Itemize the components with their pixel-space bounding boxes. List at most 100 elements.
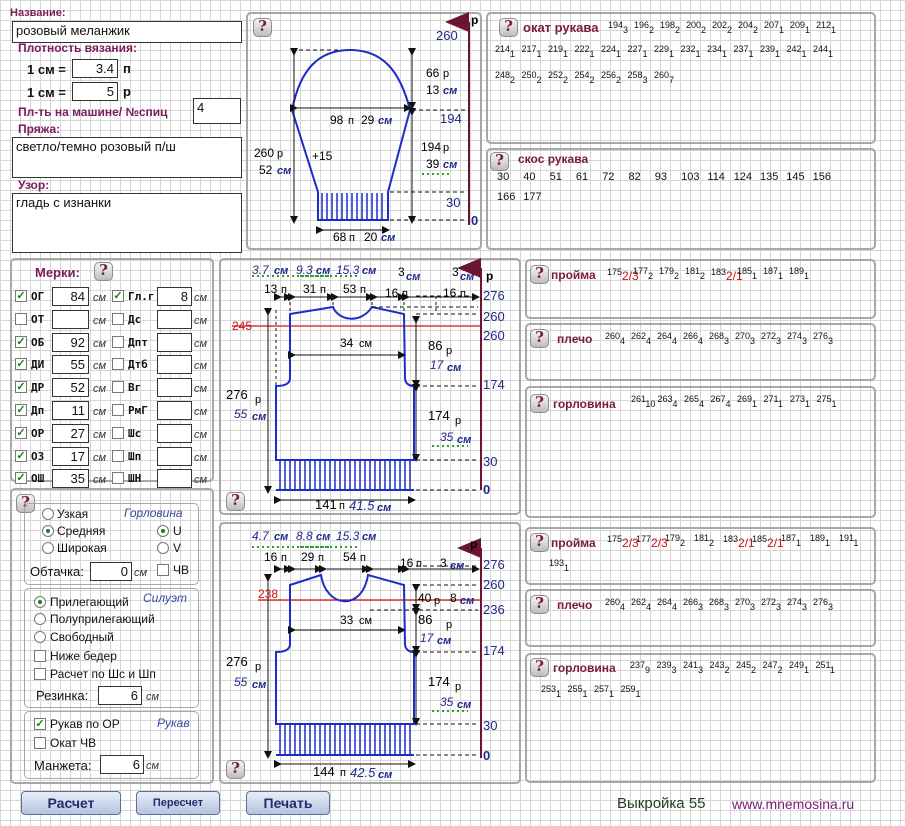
back-neck-value: 2634 — [657, 394, 678, 409]
sleeve-cap-cm: 13 — [426, 83, 440, 97]
measure-right-input[interactable] — [157, 378, 192, 398]
measure-right-checkbox[interactable]: ✓ — [112, 290, 124, 302]
back-help-icon[interactable] — [226, 491, 245, 511]
measure-left-input[interactable]: 17 — [52, 446, 89, 466]
front-neck-help-icon[interactable] — [530, 657, 549, 677]
back-shoulder-help-icon[interactable] — [530, 328, 549, 348]
neck-medium-radio[interactable] — [42, 525, 54, 537]
measure-left-input[interactable]: 11 — [52, 401, 89, 420]
measure-left-checkbox[interactable]: ✓ — [15, 335, 27, 348]
fit-loose-radio[interactable] — [34, 631, 46, 643]
front-neck-value: 2379 — [630, 660, 651, 675]
measure-left-checkbox[interactable] — [15, 312, 27, 325]
yarn-input[interactable]: светло/темно розовый п/ш — [12, 137, 242, 178]
measure-left-input[interactable]: 35 — [52, 469, 89, 489]
fit-fitted-radio[interactable] — [34, 596, 46, 608]
measure-left-checkbox[interactable]: ✓ — [15, 381, 27, 394]
measure-left-checkbox[interactable]: ✓ — [15, 290, 27, 302]
measure-left-input[interactable]: 27 — [52, 423, 89, 443]
measure-unit: см — [194, 383, 208, 396]
measure-left-input[interactable]: 92 — [52, 332, 89, 352]
cv-label: ЧВ — [173, 563, 190, 577]
measure-right-input[interactable] — [157, 309, 192, 329]
unit-p: п — [123, 61, 131, 76]
trim-input[interactable]: 0 — [90, 562, 132, 581]
cv-checkbox[interactable] — [157, 564, 169, 576]
neck-narrow-radio[interactable] — [42, 508, 54, 520]
calc-button[interactable]: Расчет — [21, 791, 121, 815]
front-shoulder-help-icon[interactable] — [530, 594, 549, 614]
measure-right-checkbox[interactable] — [112, 381, 124, 394]
front-shoulder-value: 2743 — [787, 597, 808, 612]
sleeve-zero: 0 — [471, 213, 478, 228]
sleeve-bevel-help-icon[interactable] — [490, 151, 509, 171]
measure-right-checkbox[interactable] — [112, 312, 124, 325]
measure-right-checkbox[interactable] — [112, 449, 124, 462]
pattern-input[interactable]: гладь с изнанки — [12, 193, 242, 253]
neck-u-radio[interactable] — [157, 525, 169, 537]
back-armhole-value: 1871 — [763, 266, 784, 281]
recalc-button[interactable]: Пересчет — [136, 791, 220, 815]
measure-left-label: ОШ — [31, 472, 45, 486]
p-unit: р — [470, 537, 477, 551]
measure-left-input[interactable]: 55 — [52, 355, 89, 375]
measure-right-checkbox[interactable] — [112, 472, 124, 485]
back-armhole-help-icon[interactable] — [530, 264, 549, 284]
measure-right-checkbox[interactable] — [112, 426, 124, 439]
name-input[interactable]: розовый меланжик — [12, 21, 242, 43]
measure-left-input[interactable]: 84 — [52, 287, 89, 306]
cm-unit: см — [457, 434, 471, 446]
measure-left-checkbox[interactable]: ✓ — [15, 449, 27, 462]
measure-left-input[interactable]: 52 — [52, 378, 89, 398]
site-link[interactable]: www.mnemosina.ru — [732, 796, 855, 812]
print-button[interactable]: Печать — [246, 791, 330, 815]
measure-right-input[interactable] — [157, 469, 192, 489]
cuff-input[interactable]: 6 — [100, 755, 144, 774]
front-shoulder-value: 2663 — [683, 597, 704, 612]
rib-unit: см — [146, 691, 160, 703]
measure-left-checkbox[interactable]: ✓ — [15, 472, 27, 485]
measure-right-input[interactable]: 8 — [157, 287, 192, 306]
measure-right-checkbox[interactable] — [112, 358, 124, 371]
rib-input[interactable]: 6 — [98, 686, 142, 705]
calc-checkbox[interactable] — [34, 668, 46, 680]
front-help-icon[interactable] — [226, 759, 245, 779]
back-neck-value: 2691 — [737, 394, 758, 409]
measure-left-input[interactable] — [52, 309, 89, 329]
measure-right-input[interactable] — [157, 423, 192, 443]
front-diagram-panel — [219, 522, 521, 784]
density-r-input[interactable]: 5 — [72, 82, 118, 101]
back-top-1: 3.7 — [252, 263, 270, 277]
front-w-cm: 42.5 — [350, 765, 376, 780]
measure-left-checkbox[interactable]: ✓ — [15, 404, 27, 416]
machine-input[interactable]: 4 — [193, 98, 241, 124]
measure-right-input[interactable] — [157, 446, 192, 466]
neck-wide-radio[interactable] — [42, 542, 54, 554]
p-unit: р — [446, 619, 452, 631]
front-red: 238 — [258, 587, 278, 601]
measure-left-label: ОГ — [31, 290, 45, 303]
measure-left-checkbox[interactable]: ✓ — [15, 358, 27, 371]
neck-v-radio[interactable] — [157, 542, 169, 554]
sleeve-help-icon[interactable] — [253, 17, 272, 37]
cap-cv-checkbox[interactable] — [34, 737, 46, 749]
front-armhole-help-icon[interactable] — [530, 532, 549, 552]
back-neck-help-icon[interactable] — [530, 393, 549, 413]
measure-right-input[interactable] — [157, 401, 192, 420]
sleeve-or-checkbox[interactable]: ✓ — [34, 718, 46, 730]
measure-left-label: ОР — [31, 426, 45, 440]
n-unit: п — [281, 284, 287, 296]
density-r-label: 1 см = — [27, 85, 66, 100]
measures-help-icon[interactable] — [94, 261, 113, 281]
density-p-input[interactable]: 3.4 — [72, 59, 118, 78]
sleeve-or-label: Рукав по ОР — [50, 717, 120, 731]
sleeve-cap-help-icon[interactable] — [499, 17, 518, 37]
sleeve-bevel-value: 40 — [523, 171, 536, 183]
fit-semi-radio[interactable] — [34, 613, 46, 625]
measure-right-input[interactable] — [157, 332, 192, 352]
measure-right-checkbox[interactable] — [112, 404, 124, 416]
measure-left-checkbox[interactable]: ✓ — [15, 426, 27, 439]
measure-right-input[interactable] — [157, 355, 192, 375]
measure-right-checkbox[interactable] — [112, 335, 124, 348]
below-hips-checkbox[interactable] — [34, 650, 46, 662]
